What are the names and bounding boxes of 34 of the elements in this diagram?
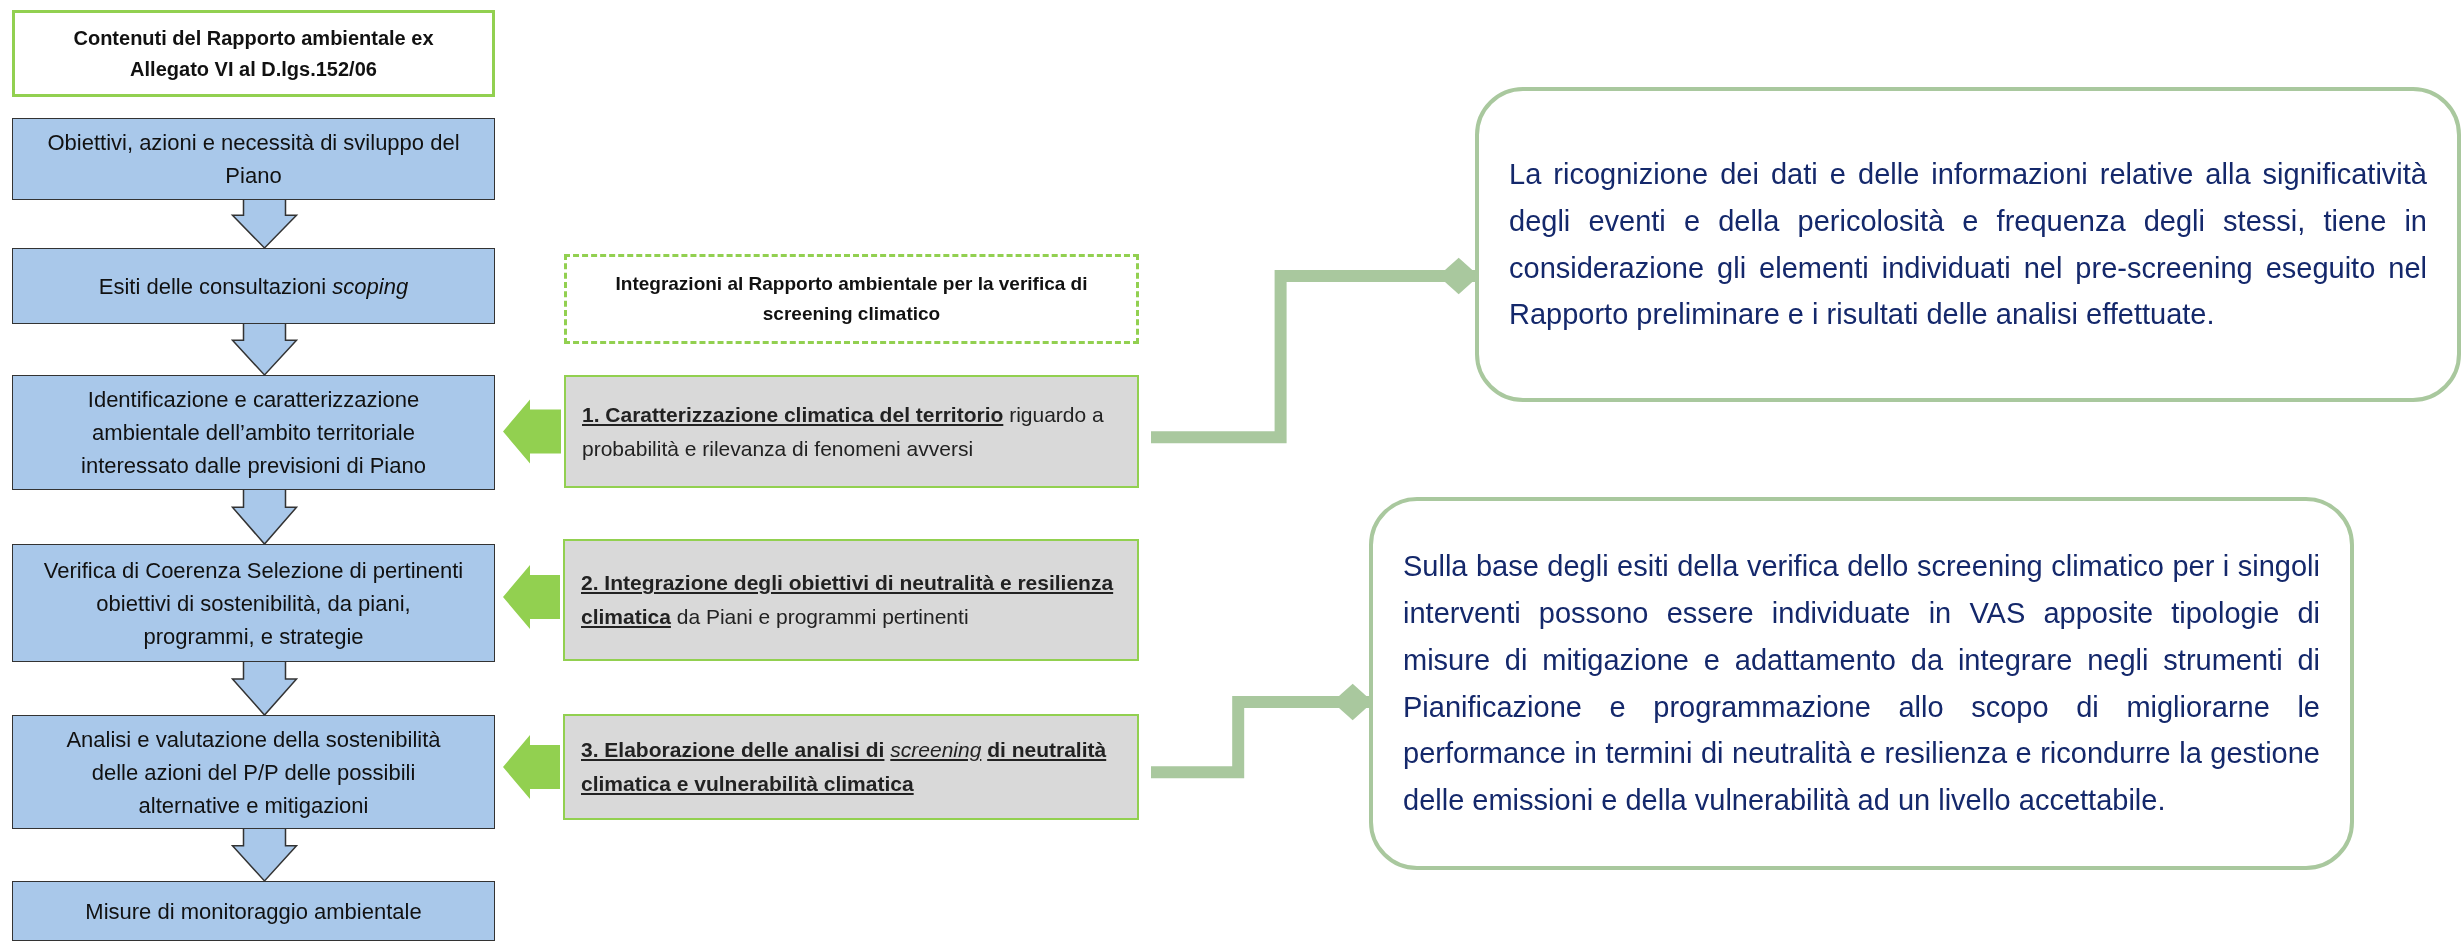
box-text: Obiettivi, azioni e necessità di sviluppo del Piano — [46, 129, 461, 190]
dashed-title-box — [564, 254, 1139, 344]
block-arrow — [230, 661, 299, 717]
process-box — [12, 248, 495, 324]
title-box — [12, 10, 495, 97]
process-box — [12, 544, 495, 662]
block-arrow — [503, 565, 560, 629]
box-text: La ricognizione dei dati e delle informazioni relative alla significatività degli eventi e della pericolosità e frequenza degli stessi, tiene in considerazione gli elementi individuati nel pre-screening eseguito nel Rapporto preliminare e i risultati delle analisi effettuate. — [1509, 156, 2427, 333]
box-text: Sulla base degli esiti della verifica dello screening climatico per i singoli interventi possono essere individuate in VAS apposite tipologie di misure di mitigazione e adattamento da integrare negli strumenti di Pianificazione e programmazione allo scopo di migliorarne le performance in termini di neutralità e resilienza e ricondurre la gestione delle emissioni e della vulnerabilità ad un livello accettabile. — [1403, 548, 2320, 819]
box-text: Identificazione e caratterizzazione ambientale dell’ambito territoriale interessato dalle previsioni di Piano — [80, 386, 427, 480]
integration-box — [563, 714, 1139, 820]
block-arrow — [503, 735, 560, 799]
box-text: Verifica di Coerenza Selezione di pertinenti obiettivi di sostenibilità, da piani, programmi, e strategie — [43, 556, 464, 651]
block-arrow — [230, 199, 299, 250]
process-box — [12, 881, 495, 941]
box-text: Esiti delle consultazioni scoping — [98, 272, 409, 301]
block-arrow — [230, 828, 299, 883]
process-box — [12, 715, 495, 829]
box-text: 2. Integrazione degli obiettivi di neutralità e resilienza climatica da Piani e programmi pertinenti — [581, 570, 1115, 630]
rounded-note-box — [1369, 497, 2354, 870]
block-arrow — [230, 489, 299, 546]
process-box — [12, 375, 495, 490]
block-arrow — [503, 399, 561, 464]
box-text: Contenuti del Rapporto ambientale ex Allegato VI al D.lgs.152/06 — [72, 25, 435, 82]
box-text: Analisi e valutazione della sostenibilità delle azioni del P/P delle possibili alternative e mitigazioni — [65, 725, 442, 820]
integration-box — [563, 539, 1139, 661]
box-text: Misure di monitoraggio ambientale — [85, 897, 422, 926]
block-arrow — [230, 323, 299, 377]
box-text: Integrazioni al Rapporto ambientale per la verifica di screening climatico — [614, 271, 1089, 326]
rounded-note-box — [1475, 87, 2461, 402]
integration-box — [564, 375, 1139, 488]
box-text: 3. Elaborazione delle analisi di screening di neutralità climatica e vulnerabilità climatica — [581, 737, 1108, 797]
process-box — [12, 118, 495, 200]
box-text: 1. Caratterizzazione climatica del territorio riguardo a probabilità e rilevanza di fenomeni avversi — [582, 401, 1105, 462]
